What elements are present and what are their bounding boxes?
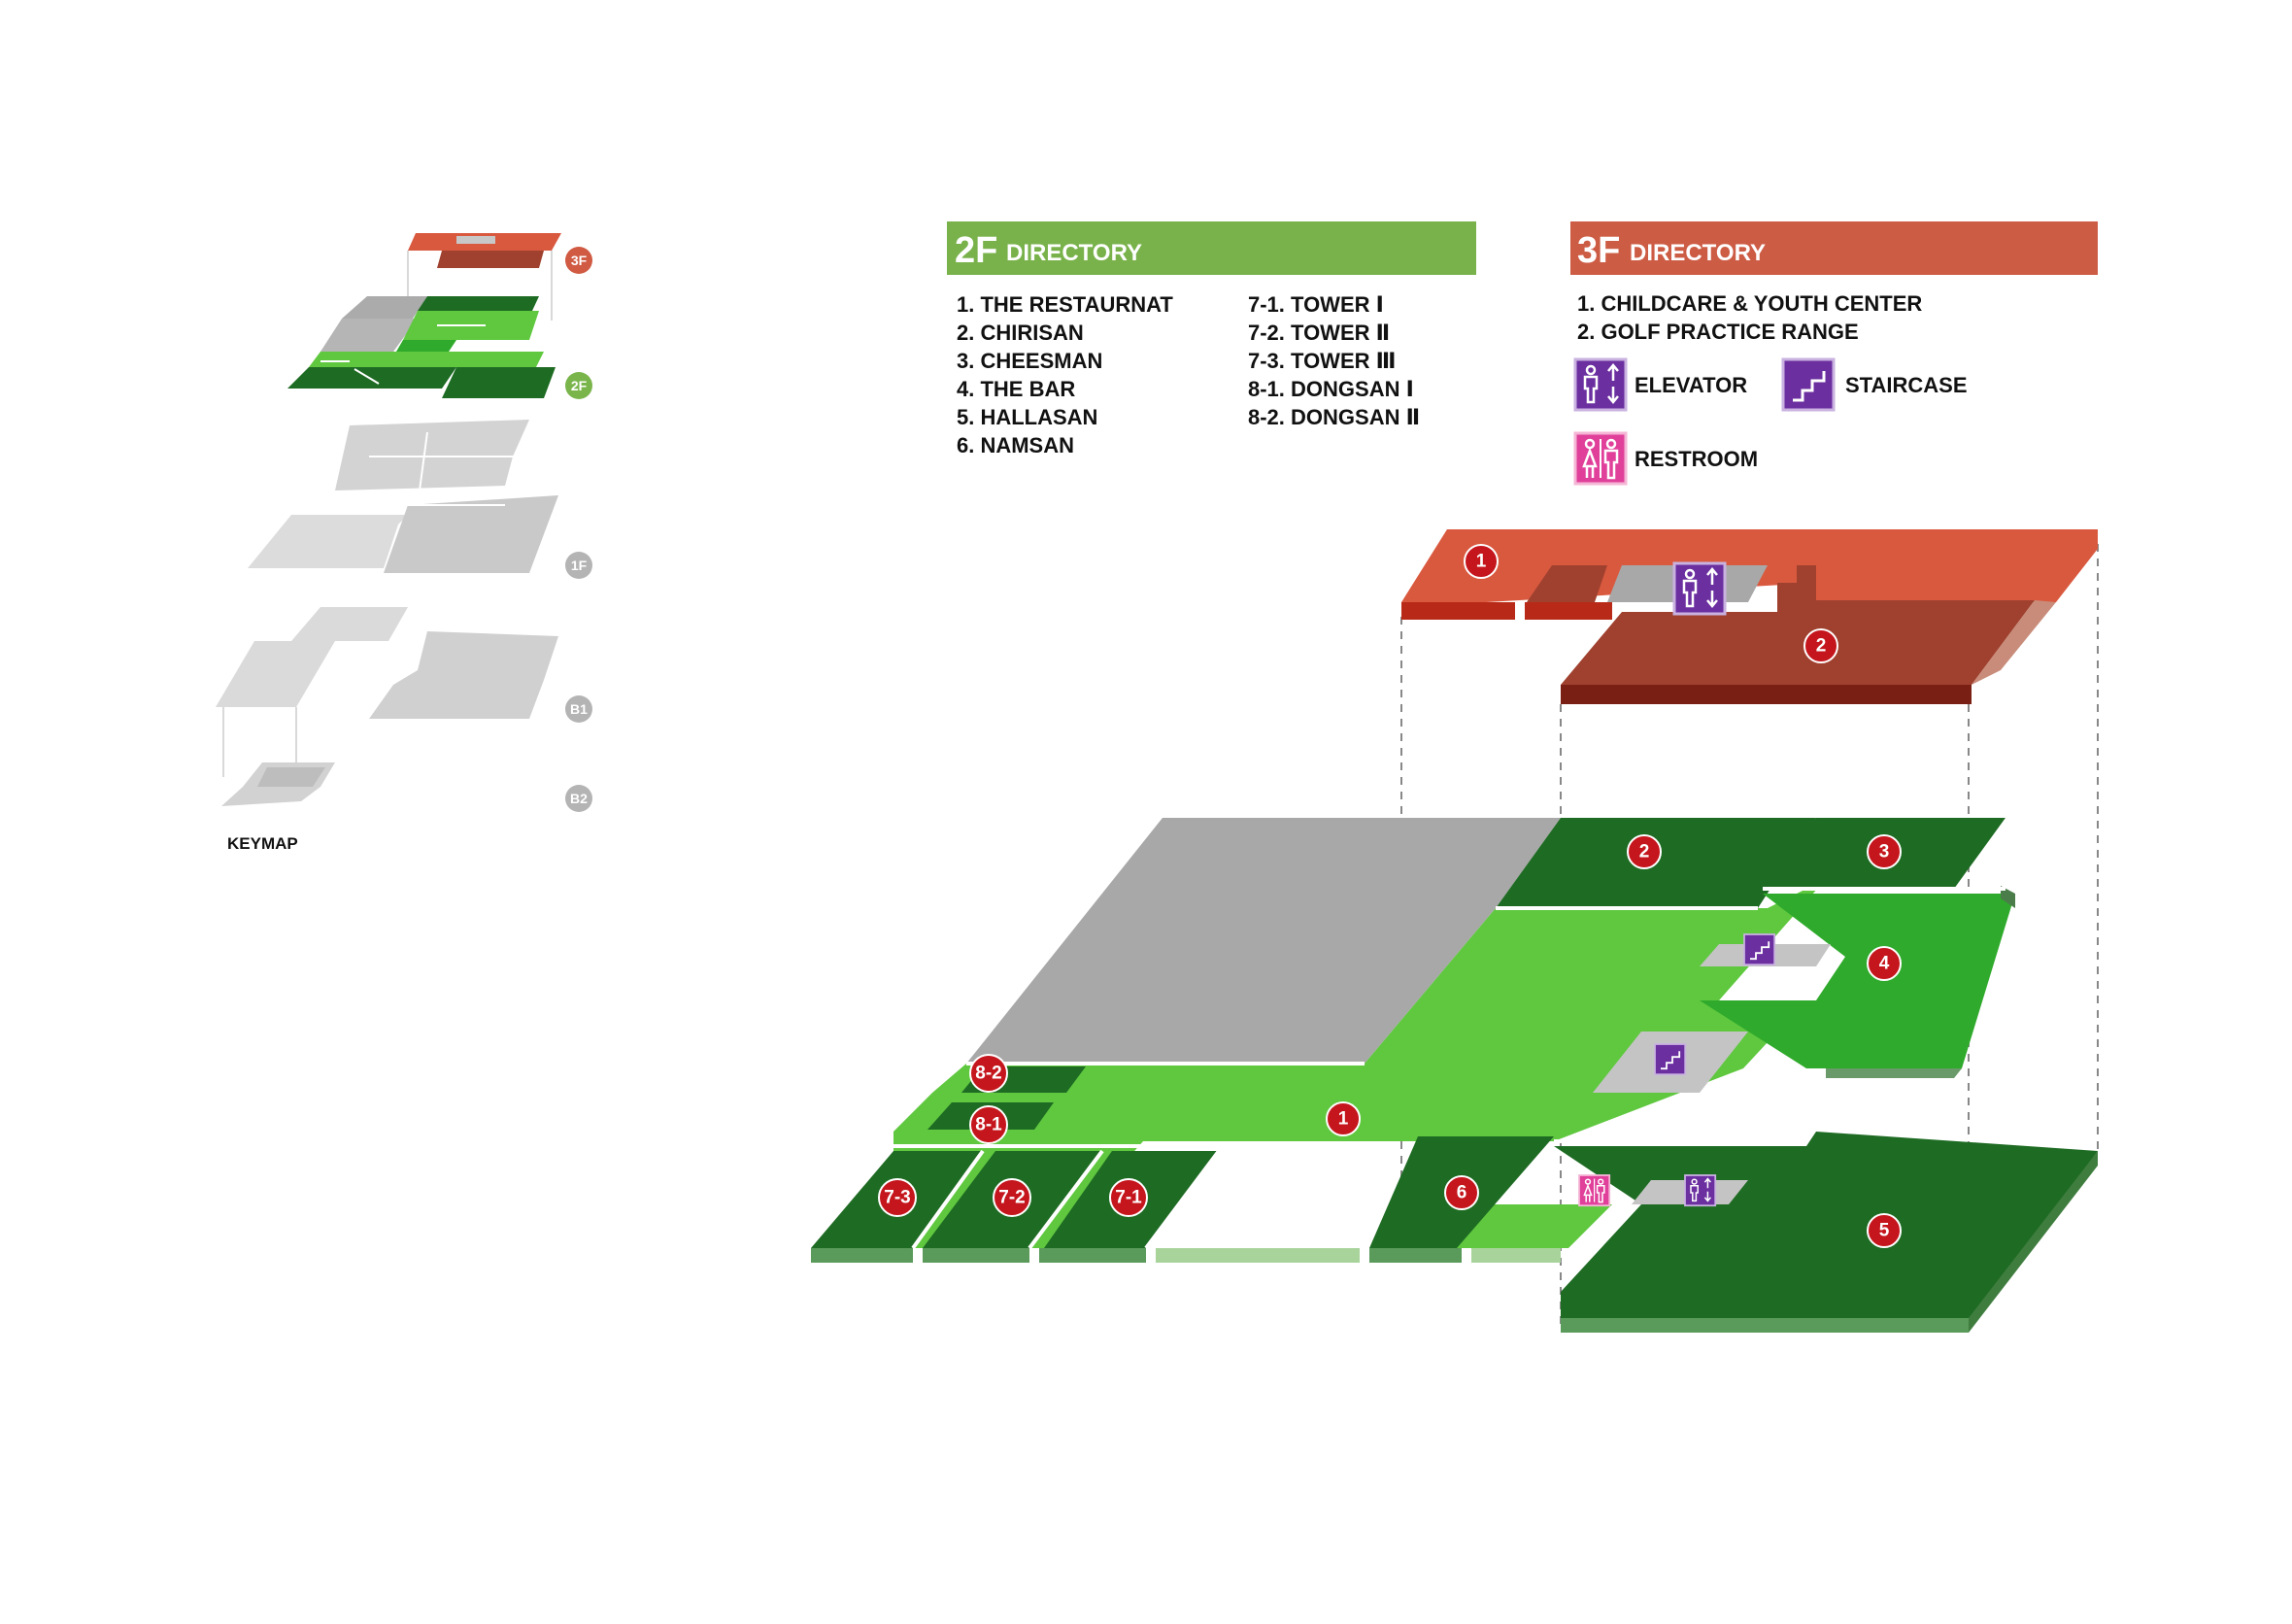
- floor-badge-b1[interactable]: B1: [565, 695, 592, 723]
- marker-2f-5[interactable]: 5: [1867, 1213, 1902, 1248]
- floor-plan-2f: [811, 818, 2098, 1333]
- directory-2f-item: 7-1. TOWER Ⅰ: [1248, 292, 1384, 317]
- marker-2f-4-label: 4: [1879, 954, 1890, 974]
- floor-badge-b1-label: B1: [570, 701, 588, 717]
- directory-2f-header: [947, 221, 1476, 275]
- keymap-b1: [216, 607, 558, 777]
- marker-3f-1-label: 1: [1476, 552, 1487, 572]
- floor-badge-2f[interactable]: 2F: [565, 372, 592, 399]
- marker-3f-2-label: 2: [1816, 636, 1827, 657]
- marker-3f-1[interactable]: 1: [1464, 544, 1499, 579]
- elevator-icon: [1684, 1174, 1717, 1207]
- directory-3f-item: 1. CHILDCARE & YOUTH CENTER: [1577, 291, 1922, 316]
- restroom-icon: [1578, 1174, 1611, 1207]
- marker-2f-3[interactable]: 3: [1867, 834, 1902, 869]
- marker-2f-7-2[interactable]: 7-2: [993, 1178, 1031, 1217]
- directory-2f-item: 6. NAMSAN: [957, 433, 1074, 457]
- 3f-zone-small[interactable]: [1527, 565, 1607, 602]
- marker-2f-4[interactable]: 4: [1867, 946, 1902, 981]
- floor-badge-b2-label: B2: [570, 791, 588, 806]
- directory-3f-header: [1570, 221, 2098, 275]
- directory-2f-right-column: 7-1. TOWER Ⅰ 7-2. TOWER Ⅱ 7-3. TOWER Ⅲ 8…: [1248, 292, 1420, 429]
- elevator-icon: [1573, 357, 1628, 412]
- floor-badge-3f[interactable]: 3F: [565, 247, 592, 274]
- directory-2f-item: 8-2. DONGSAN Ⅱ: [1248, 405, 1420, 429]
- directory-2f-item: 2. CHIRISAN: [957, 321, 1084, 345]
- staircase-icon: [1654, 1043, 1687, 1076]
- marker-2f-2-label: 2: [1639, 842, 1650, 863]
- marker-2f-6[interactable]: 6: [1444, 1175, 1479, 1210]
- elevator-icon: [1672, 561, 1727, 616]
- floor-plan-3f: [1400, 529, 2099, 1331]
- directory-2f: 2F DIRECTORY 1. THE RESTAURNAT 2. CHIRIS…: [947, 221, 1476, 457]
- legend-elevator-label: ELEVATOR: [1635, 373, 1747, 397]
- keymap-label: KEYMAP: [227, 834, 298, 853]
- marker-2f-7-3[interactable]: 7-3: [878, 1178, 917, 1217]
- directory-2f-title: DIRECTORY: [1006, 240, 1142, 266]
- legend-restroom-label: RESTROOM: [1635, 447, 1758, 471]
- directory-3f-floor: 3F: [1577, 230, 1620, 271]
- 2f-grey-zone: [966, 818, 1561, 1064]
- marker-2f-5-label: 5: [1879, 1221, 1890, 1241]
- keymap: 3F 2F 1F B1 B2 KEYMAP: [216, 233, 592, 853]
- floor-badge-b2[interactable]: B2: [565, 785, 592, 812]
- marker-2f-7-2-label: 7-2: [998, 1188, 1025, 1208]
- directory-2f-item: 7-2. TOWER Ⅱ: [1248, 321, 1390, 345]
- floor-badge-1f[interactable]: 1F: [565, 552, 592, 579]
- directory-2f-floor: 2F: [955, 230, 997, 271]
- marker-2f-1[interactable]: 1: [1326, 1101, 1361, 1136]
- legend-staircase: STAIRCASE: [1781, 357, 1968, 412]
- marker-2f-7-1-label: 7-1: [1115, 1188, 1142, 1208]
- 2f-zone-bar[interactable]: [1700, 894, 2015, 1068]
- legend-staircase-label: STAIRCASE: [1845, 373, 1968, 397]
- keymap-1f: [248, 420, 558, 573]
- marker-2f-8-2-label: 8-2: [975, 1064, 1001, 1084]
- keymap-3f: [407, 233, 561, 321]
- keymap-b2: [221, 762, 335, 806]
- marker-3f-2[interactable]: 2: [1803, 628, 1838, 663]
- floor-badge-1f-label: 1F: [571, 558, 588, 573]
- floor-badge-3f-label: 3F: [571, 253, 588, 268]
- staircase-icon: [1743, 933, 1776, 966]
- floor-badge-2f-label: 2F: [571, 378, 588, 393]
- 2f-zone-corridor[interactable]: [1418, 1204, 1612, 1248]
- staircase-icon: [1781, 357, 1836, 412]
- directory-2f-item: 4. THE BAR: [957, 377, 1075, 401]
- marker-2f-6-label: 6: [1457, 1183, 1467, 1203]
- directory-2f-left-column: 1. THE RESTAURNAT 2. CHIRISAN 3. CHEESMA…: [957, 292, 1173, 457]
- keymap-2f: [287, 296, 556, 398]
- 3f-zone-golf[interactable]: [1561, 583, 2035, 685]
- marker-2f-1-label: 1: [1338, 1109, 1349, 1130]
- legend-elevator: ELEVATOR: [1573, 357, 1747, 412]
- 2f-partitions: [893, 887, 2006, 1250]
- directory-2f-item: 8-1. DONGSAN Ⅰ: [1248, 377, 1414, 401]
- directory-3f-item: 2. GOLF PRACTICE RANGE: [1577, 320, 1859, 344]
- directory-3f-title: DIRECTORY: [1630, 240, 1766, 266]
- directory-2f-item: 3. CHEESMAN: [957, 349, 1102, 373]
- directory-2f-item: 5. HALLASAN: [957, 405, 1097, 429]
- marker-2f-8-1-label: 8-1: [975, 1115, 1002, 1135]
- marker-2f-7-1[interactable]: 7-1: [1109, 1178, 1148, 1217]
- 2f-zone-hallasan[interactable]: [1554, 1132, 2098, 1318]
- legend-restroom: RESTROOM: [1573, 431, 1758, 486]
- directory-3f: 3F DIRECTORY 1. CHILDCARE & YOUTH CENTER…: [1570, 221, 2098, 486]
- marker-2f-7-3-label: 7-3: [884, 1188, 910, 1208]
- map-markers: 1 2 1 2 3 4 5 6: [878, 544, 1902, 1248]
- marker-2f-8-2[interactable]: 8-2: [969, 1054, 1008, 1093]
- marker-2f-8-1[interactable]: 8-1: [969, 1105, 1008, 1144]
- restroom-icon: [1573, 431, 1628, 486]
- marker-2f-2[interactable]: 2: [1627, 834, 1662, 869]
- marker-2f-3-label: 3: [1879, 842, 1890, 863]
- directory-2f-item: 1. THE RESTAURNAT: [957, 292, 1173, 317]
- directory-2f-item: 7-3. TOWER Ⅲ: [1248, 349, 1396, 373]
